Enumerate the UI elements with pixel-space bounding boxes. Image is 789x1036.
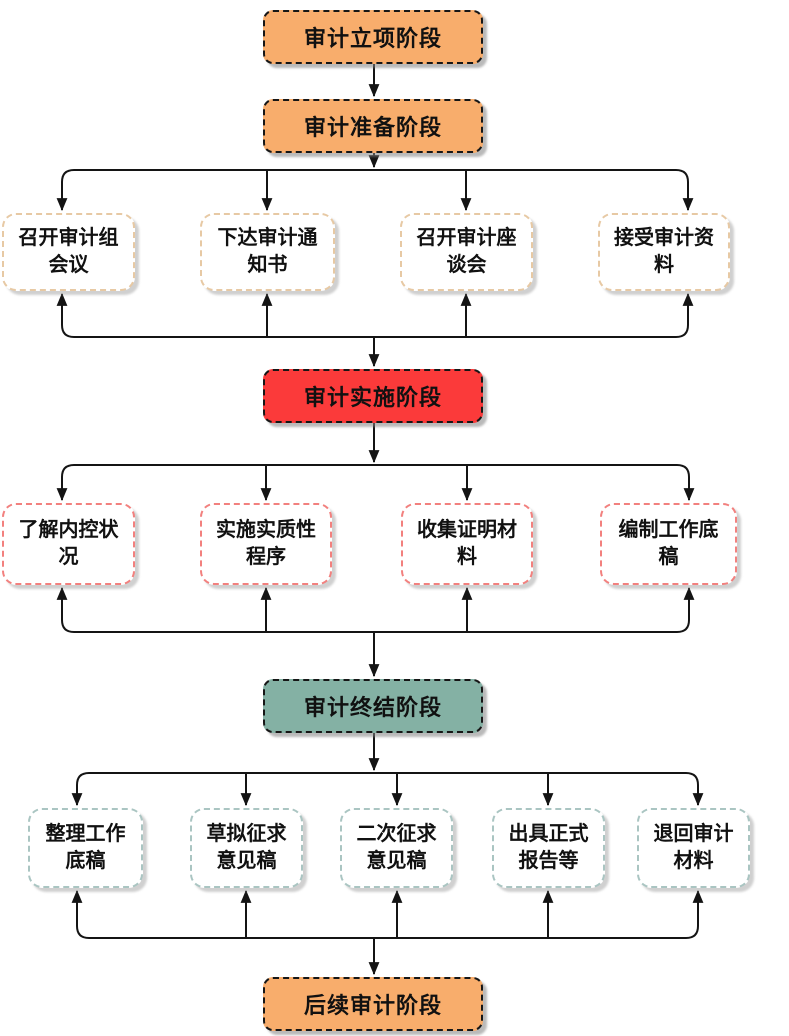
- step-box-receive-audit-materials: 接受审计资 料: [598, 213, 730, 291]
- step-box-substantive-procedures: 实施实质性 程序: [200, 503, 332, 585]
- arrows-conclusion-return: [71, 889, 704, 976]
- phase-box-initiation: 审计立项阶段: [263, 10, 483, 64]
- step-box-issue-audit-notice: 下达审计通 知书: [200, 213, 335, 291]
- step-box-prepare-working-papers: 编制工作底 稿: [600, 503, 737, 585]
- step-box-organize-working-papers: 整理工作 底稿: [28, 808, 143, 888]
- phase-box-implementation: 审计实施阶段: [263, 369, 483, 423]
- step-box-audit-team-meeting: 召开审计组 会议: [2, 213, 135, 291]
- arrows-implementation-fanout: [56, 423, 695, 502]
- step-box-understand-internal-controls: 了解内控状 况: [2, 503, 135, 585]
- step-box-audit-symposium: 召开审计座 谈会: [400, 213, 533, 291]
- step-box-issue-formal-report: 出具正式 报告等: [492, 808, 605, 888]
- step-box-second-comment-version: 二次征求 意见稿: [340, 808, 453, 888]
- arrows-preparation-return: [56, 292, 694, 368]
- arrows-preparation-fanout: [56, 153, 694, 212]
- arrows-conclusion-fanout: [71, 733, 704, 807]
- step-box-collect-evidence: 收集证明材 料: [401, 503, 533, 585]
- step-box-return-audit-materials: 退回审计 材料: [637, 808, 750, 888]
- arrows-implementation-return: [56, 586, 695, 678]
- phase-box-followup: 后续审计阶段: [263, 977, 483, 1031]
- phase-box-preparation: 审计准备阶段: [263, 99, 483, 153]
- step-box-draft-comment-version: 草拟征求 意见稿: [190, 808, 303, 888]
- phase-box-conclusion: 审计终结阶段: [263, 679, 483, 733]
